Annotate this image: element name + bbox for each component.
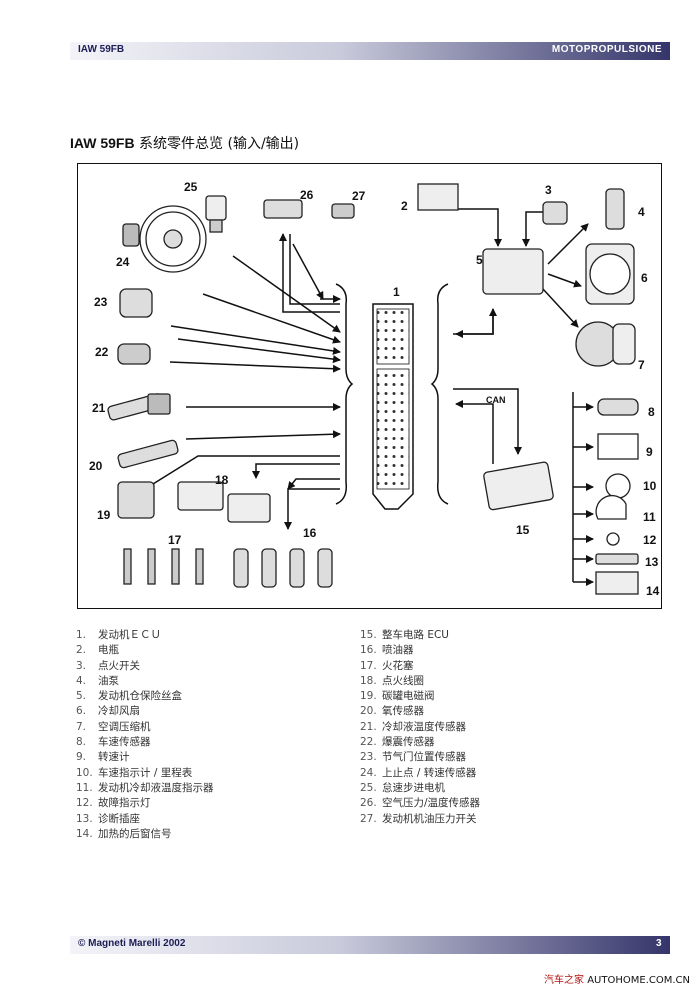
label-10: 10	[643, 479, 657, 493]
label-23: 23	[94, 295, 108, 309]
watermark: 汽车之家 AUTOHOME.COM.CN	[544, 971, 690, 986]
label-25: 25	[184, 180, 198, 194]
legend-item: 27.发动机机油压力开关	[360, 812, 477, 825]
legend-item: 7.空调压缩机	[76, 720, 151, 733]
legend-item: 1.发动机ＥＣＵ	[76, 629, 161, 641]
system-diagram: CAN 1 2 3 4 5 6 7 8 9 10 11 12 13 14 15 …	[77, 163, 662, 609]
legend-item: 6.冷却风扇	[76, 705, 140, 718]
legend-item: 14.加热的后窗信号	[76, 827, 172, 840]
legend-item: 24.上止点 / 转速传感器	[360, 766, 477, 779]
label-6: 6	[641, 271, 648, 285]
diagram-number-labels: 1 2 3 4 5 6 7 8 9 10 11 12 13 14 15 16 1…	[89, 180, 660, 598]
legend-item: 8.车速传感器	[76, 736, 151, 749]
label-19: 19	[97, 508, 111, 522]
watermark-brand: 汽车之家	[544, 975, 585, 986]
legend-item: 5.发动机仓保险丝盒	[76, 690, 182, 703]
header-section: MOTOPROPULSIONE	[551, 44, 662, 55]
label-5: 5	[476, 253, 483, 267]
legend-item: 23.节气门位置传感器	[360, 751, 466, 764]
legend-item: 26.空气压力/温度传感器	[360, 797, 481, 810]
label-17: 17	[168, 533, 182, 547]
label-9: 9	[646, 445, 653, 459]
label-3: 3	[545, 183, 552, 197]
legend-item: 16.喷油器	[360, 644, 414, 657]
legend-item: 15.整车电路 ECU	[360, 629, 449, 641]
legend-item: 13.诊断插座	[76, 812, 140, 825]
label-20: 20	[89, 459, 103, 473]
legend-item: 25.怠速步进电机	[360, 781, 445, 794]
label-1: 1	[393, 285, 400, 299]
label-4: 4	[638, 205, 645, 219]
footer-copyright: © Magneti Marelli 2002	[78, 938, 186, 949]
label-2: 2	[401, 199, 408, 213]
watermark-site: AUTOHOME.COM.CN	[587, 975, 690, 986]
label-7: 7	[638, 358, 645, 372]
legend-item: 10.车速指示计 / 里程表	[76, 766, 193, 779]
label-14: 14	[646, 584, 660, 598]
legend-right: 15.整车电路 ECU 16.喷油器 17.火花塞 18.点火线圈 19.碳罐电…	[360, 628, 480, 827]
header-band: IAW 59FB MOTOPROPULSIONE	[70, 42, 670, 60]
page-title: IAW 59FB 系统零件总览 (输入/输出)	[70, 133, 299, 153]
legend-item: 3.点火开关	[76, 659, 140, 672]
label-15: 15	[516, 523, 530, 537]
legend-left: 1.发动机ＥＣＵ 2.电瓶 3.点火开关 4.油泵 5.发动机仓保险丝盒 6.冷…	[76, 628, 214, 842]
left-brace	[335, 283, 354, 505]
label-18: 18	[215, 473, 229, 487]
page-title-rest: 系统零件总览 (输入/输出)	[134, 136, 300, 152]
label-21: 21	[92, 401, 106, 415]
legend-item: 12.故障指示灯	[76, 797, 151, 810]
legend-item: 2.电瓶	[76, 644, 119, 657]
label-22: 22	[95, 345, 109, 359]
legend-item: 20.氧传感器	[360, 705, 424, 718]
right-brace	[430, 283, 449, 505]
header-doc-code: IAW 59FB	[78, 44, 125, 55]
label-27: 27	[352, 189, 366, 203]
can-label: CAN	[486, 395, 506, 405]
label-11: 11	[643, 510, 656, 524]
page-title-bold: IAW 59FB	[70, 135, 135, 151]
label-26: 26	[300, 188, 314, 202]
label-8: 8	[648, 405, 655, 419]
label-13: 13	[645, 555, 659, 569]
system-diagram-svg: CAN 1 2 3 4 5 6 7 8 9 10 11 12 13 14 15 …	[89, 180, 660, 598]
ecu-unit	[372, 303, 414, 510]
label-12: 12	[643, 533, 657, 547]
legend-item: 17.火花塞	[360, 659, 414, 672]
legend-item: 21.冷却液温度传感器	[360, 720, 466, 733]
label-24: 24	[116, 255, 130, 269]
legend-item: 18.点火线圈	[360, 674, 424, 687]
legend-item: 9.转速计	[76, 751, 130, 764]
legend-item: 19.碳罐电磁阀	[360, 690, 435, 703]
page-number: 3	[655, 938, 662, 949]
footer-band: © Magneti Marelli 2002 3	[70, 936, 670, 954]
legend-item: 11.发动机冷却液温度指示器	[76, 781, 214, 794]
label-16: 16	[303, 526, 317, 540]
legend-item: 22.爆震传感器	[360, 736, 435, 749]
legend-item: 4.油泵	[76, 674, 119, 687]
